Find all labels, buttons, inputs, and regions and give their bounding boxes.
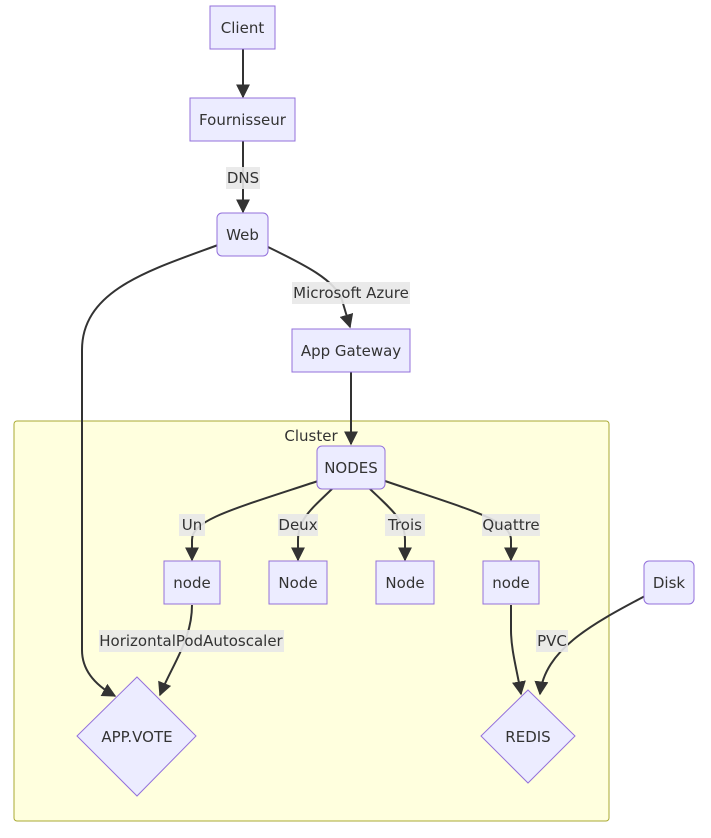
node-deux[interactable]: Node xyxy=(268,560,328,605)
edge-label-dns: DNS xyxy=(227,169,259,187)
edge-web-appvote xyxy=(81,244,219,697)
node-web[interactable]: Web xyxy=(216,212,269,257)
node-disk[interactable]: Disk xyxy=(643,560,695,605)
node-disk-label: Disk xyxy=(653,574,686,592)
edge-label-bg-azure xyxy=(292,282,410,304)
edge-quattre-redis xyxy=(510,605,526,696)
edge-label-pvc: PVC xyxy=(537,632,567,650)
edge-label-bg-dns xyxy=(226,167,260,189)
node-client-box xyxy=(209,5,276,50)
node-disk-box xyxy=(643,560,695,605)
node-fournisseur-box xyxy=(189,97,296,142)
node-nodes-hub-label: NODES xyxy=(324,459,378,477)
node-app-gateway-label: App Gateway xyxy=(301,342,401,360)
node-redis-diamond xyxy=(480,689,576,784)
node-web-box xyxy=(216,212,269,257)
cluster-title: Cluster xyxy=(284,427,338,445)
node-deux-label: Node xyxy=(278,574,317,592)
edge-label-bg-trois xyxy=(385,514,425,536)
edge-label-microsoft-azure: Microsoft Azure xyxy=(293,284,409,302)
edge-label-hpa: HorizontalPodAutoscaler xyxy=(99,632,283,650)
edge-label-un: Un xyxy=(182,516,203,534)
node-quattre-box xyxy=(482,560,540,605)
node-fournisseur[interactable]: Fournisseur xyxy=(189,97,296,142)
node-client[interactable]: Client xyxy=(209,5,276,50)
node-app-vote-diamond xyxy=(76,676,197,797)
node-quattre[interactable]: node xyxy=(482,560,540,605)
edge-label-bg-quattre xyxy=(482,514,540,536)
node-redis-label: REDIS xyxy=(505,728,550,746)
node-fournisseur-label: Fournisseur xyxy=(199,111,287,129)
node-app-vote[interactable]: APP.VOTE xyxy=(76,676,197,797)
node-un[interactable]: node xyxy=(163,560,221,605)
edge-nodes-un xyxy=(185,480,319,562)
edge-label-deux: Deux xyxy=(278,516,317,534)
edge-label-bg-pvc xyxy=(536,630,568,652)
node-nodes-hub-box xyxy=(316,445,386,490)
edge-disk-redis xyxy=(534,595,646,696)
edge-label-quattre: Quattre xyxy=(482,516,539,534)
node-app-gateway[interactable]: App Gateway xyxy=(291,328,411,373)
edge-label-bg-un xyxy=(179,514,205,536)
node-quattre-label: node xyxy=(492,574,529,592)
node-trois-box xyxy=(375,560,435,605)
node-un-label: node xyxy=(173,574,210,592)
node-nodes-hub[interactable]: NODES xyxy=(316,445,386,490)
node-app-vote-label: APP.VOTE xyxy=(101,728,172,746)
node-un-box xyxy=(163,560,221,605)
edge-label-bg-deux xyxy=(278,514,318,536)
node-trois[interactable]: Node xyxy=(375,560,435,605)
node-client-label: Client xyxy=(221,19,265,37)
node-trois-label: Node xyxy=(385,574,424,592)
node-deux-box xyxy=(268,560,328,605)
node-app-gateway-box xyxy=(291,328,411,373)
edge-label-bg-hpa xyxy=(99,630,284,652)
nodes: Client Fournisseur Web App Gateway NODES… xyxy=(76,5,695,797)
node-redis[interactable]: REDIS xyxy=(480,689,576,784)
edge-label-trois: Trois xyxy=(387,516,422,534)
node-web-label: Web xyxy=(226,226,259,244)
edge-labels: DNS Microsoft Azure Un Deux Trois Quattr… xyxy=(99,167,568,652)
